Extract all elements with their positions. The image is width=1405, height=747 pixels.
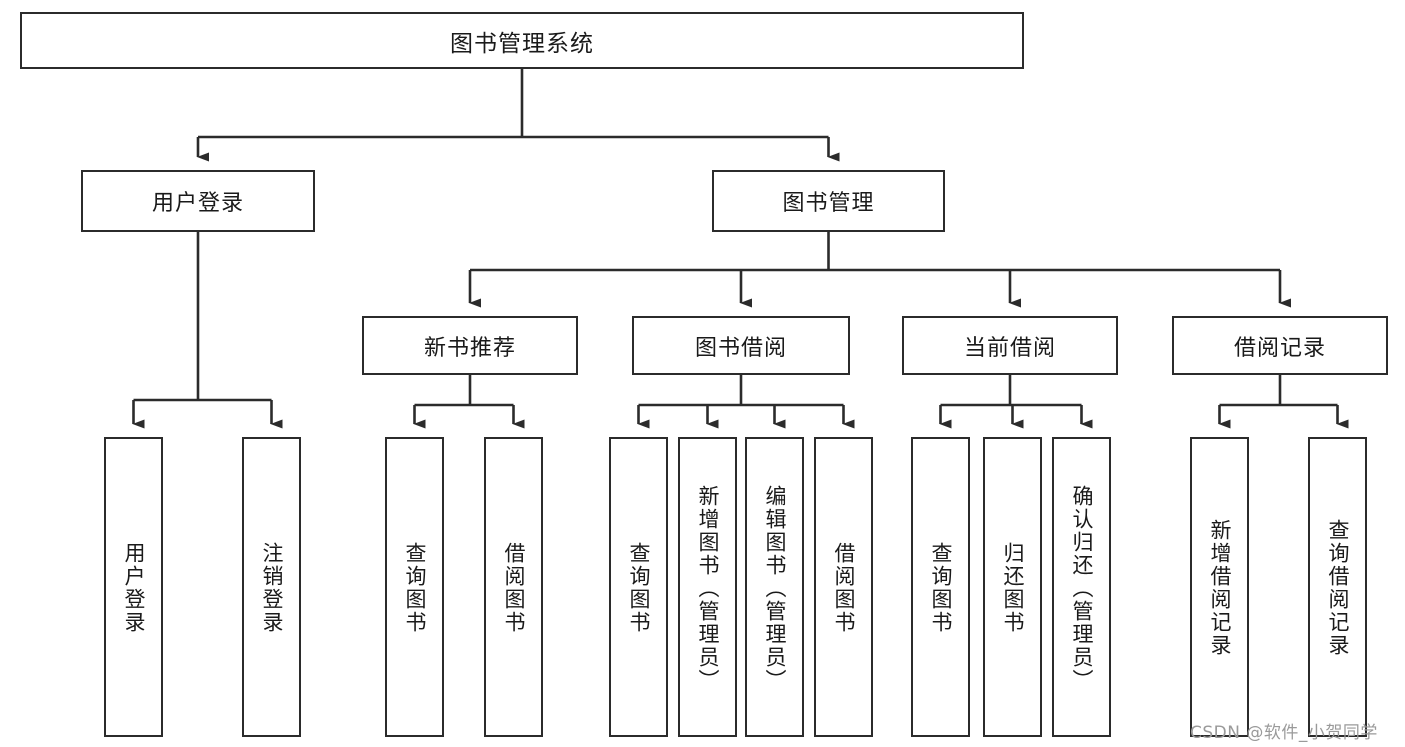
node-leaf-logout-login[interactable]: 注销登录 [242, 437, 301, 737]
node-leaf-borrow-book-recommend-label: 借阅图书 [502, 542, 526, 634]
node-current-borrow[interactable]: 当前借阅 [902, 316, 1118, 375]
node-leaf-confirm-return-admin[interactable]: 确认归还（管理员） [1052, 437, 1111, 737]
node-leaf-query-book-current-label: 查询图书 [929, 542, 953, 634]
node-leaf-add-borrow-record[interactable]: 新增借阅记录 [1190, 437, 1249, 737]
node-leaf-logout-login-label: 注销登录 [260, 542, 284, 634]
node-leaf-query-book-borrow[interactable]: 查询图书 [609, 437, 668, 737]
node-user-login-label: 用户登录 [151, 191, 244, 216]
node-leaf-borrow-book-label: 借阅图书 [832, 542, 856, 634]
node-leaf-edit-book-admin-label: 编辑图书（管理员） [763, 484, 787, 692]
node-leaf-query-book-current[interactable]: 查询图书 [911, 437, 970, 737]
node-leaf-borrow-book[interactable]: 借阅图书 [814, 437, 873, 737]
node-new-book-recommend[interactable]: 新书推荐 [362, 316, 578, 375]
node-book-manage-label: 图书管理 [782, 191, 875, 216]
node-leaf-user-login[interactable]: 用户登录 [104, 437, 163, 737]
node-leaf-query-book-borrow-label: 查询图书 [627, 542, 651, 634]
node-current-borrow-label: 当前借阅 [963, 335, 1056, 361]
node-root-图书管理系统-label: 图书管理系统 [450, 30, 594, 57]
node-book-borrow-label: 图书借阅 [694, 335, 787, 361]
node-leaf-add-book-admin[interactable]: 新增图书（管理员） [678, 437, 737, 737]
node-leaf-query-book-recommend-label: 查询图书 [403, 542, 427, 634]
node-leaf-add-borrow-record-label: 新增借阅记录 [1208, 519, 1232, 657]
node-leaf-query-book-recommend[interactable]: 查询图书 [385, 437, 444, 737]
node-leaf-user-login-label: 用户登录 [122, 542, 146, 634]
csdn-watermark: CSDN @软件_小贺同学 [1190, 723, 1378, 743]
node-borrow-record-label: 借阅记录 [1233, 335, 1326, 361]
node-leaf-confirm-return-admin-label: 确认归还（管理员） [1070, 484, 1094, 692]
node-user-login[interactable]: 用户登录 [81, 170, 315, 232]
node-leaf-borrow-book-recommend[interactable]: 借阅图书 [484, 437, 543, 737]
node-leaf-return-book[interactable]: 归还图书 [983, 437, 1042, 737]
node-book-manage[interactable]: 图书管理 [712, 170, 945, 232]
node-leaf-query-borrow-record[interactable]: 查询借阅记录 [1308, 437, 1367, 737]
node-leaf-edit-book-admin[interactable]: 编辑图书（管理员） [745, 437, 804, 737]
node-leaf-query-borrow-record-label: 查询借阅记录 [1326, 519, 1350, 657]
node-new-book-recommend-label: 新书推荐 [423, 335, 516, 361]
node-borrow-record[interactable]: 借阅记录 [1172, 316, 1388, 375]
node-root-图书管理系统[interactable]: 图书管理系统 [20, 12, 1024, 69]
node-book-borrow[interactable]: 图书借阅 [632, 316, 850, 375]
node-leaf-return-book-label: 归还图书 [1001, 542, 1025, 634]
node-leaf-add-book-admin-label: 新增图书（管理员） [696, 484, 720, 692]
